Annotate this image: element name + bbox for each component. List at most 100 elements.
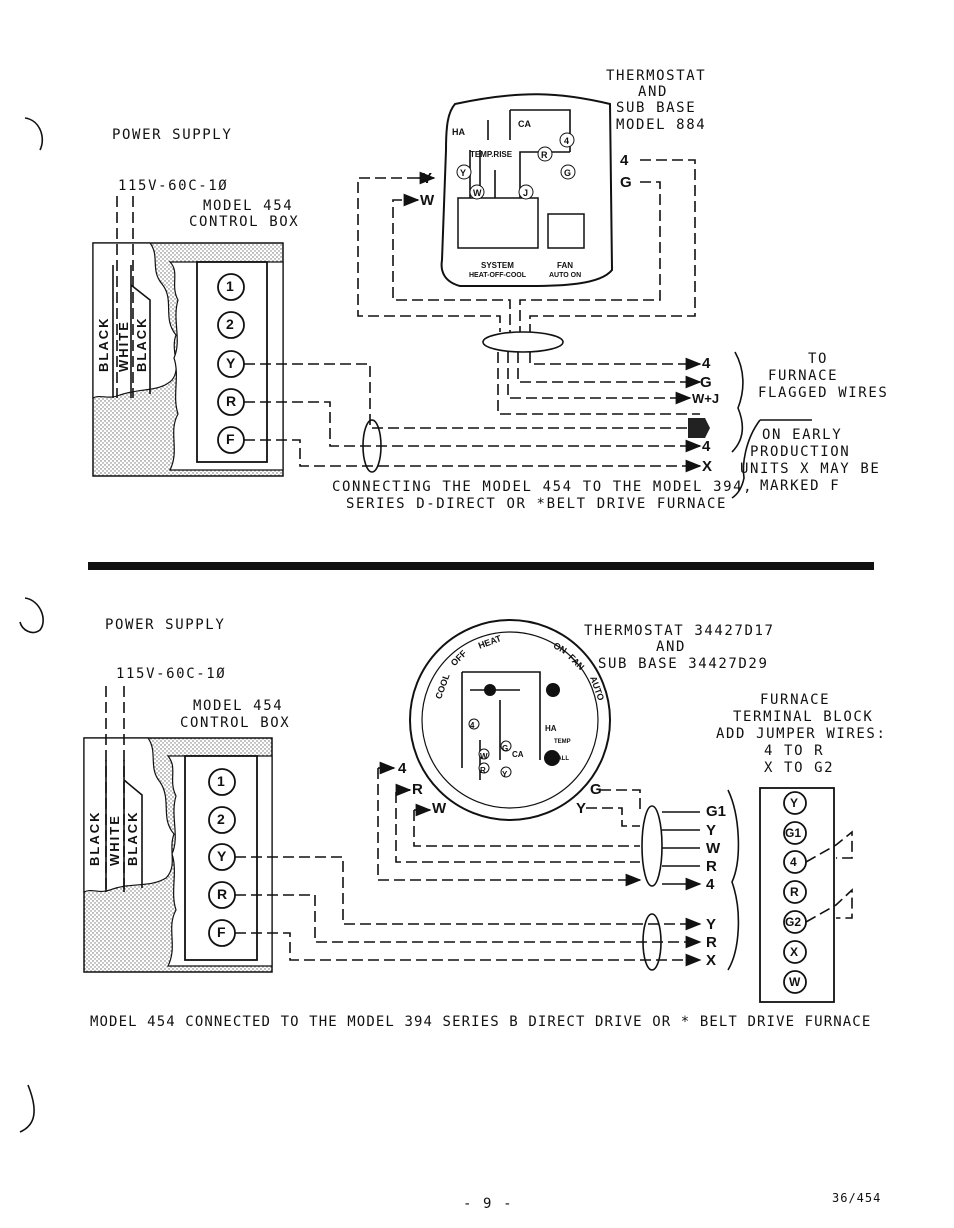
terminal-block-title-5: X TO G2 <box>764 760 835 776</box>
bottom-arrow2-x: X <box>706 952 717 969</box>
bottom-terminal-y: Y <box>217 848 227 864</box>
top-wire-black-2: BLACK <box>134 316 149 373</box>
top-wire-black-1: BLACK <box>96 316 111 373</box>
bottom-thermo-title-2: AND <box>656 639 687 655</box>
bottom-g-label: G <box>502 744 509 753</box>
bottom-power-supply: POWER SUPPLY <box>105 617 226 633</box>
top-terminal-r: R <box>226 393 237 409</box>
bottom-control-box-line2: CONTROL BOX <box>180 715 291 731</box>
bottom-wire-r: R <box>412 781 423 798</box>
top-system-label: SYSTEM <box>481 261 514 270</box>
top-ha-label: HA <box>452 127 465 137</box>
top-y-label: Y <box>460 168 467 178</box>
bottom-4-label: 4 <box>470 721 475 730</box>
bottom-wire-4: 4 <box>398 760 407 777</box>
top-wire-w: W <box>420 192 435 209</box>
top-temp-rise-label: TEMP.RISE <box>470 150 513 159</box>
bottom-wire-w: W <box>432 800 447 817</box>
section-divider <box>88 562 874 570</box>
top-note-4: MARKED F <box>760 478 841 494</box>
top-g-label: G <box>564 168 572 178</box>
top-arrow-4b: 4 <box>702 438 711 455</box>
top-j-label: J <box>523 188 529 198</box>
page-number: - 9 - <box>463 1196 514 1212</box>
bottom-terminal-1: 1 <box>217 773 225 789</box>
bottom-caption: MODEL 454 CONNECTED TO THE MODEL 394 SER… <box>90 1014 872 1030</box>
bottom-w-label: W <box>480 752 488 761</box>
top-to-furnace-1: TO <box>808 351 829 367</box>
bottom-arrow2-r: R <box>706 934 717 951</box>
top-power-supply: POWER SUPPLY <box>112 127 233 143</box>
bottom-wire-black-1: BLACK <box>87 810 102 867</box>
bottom-thermo-title-3: SUB BASE 34427D29 <box>598 656 769 672</box>
top-terminal-y: Y <box>226 355 236 371</box>
top-system-modes: HEAT-OFF-COOL <box>469 272 527 279</box>
tb-y: Y <box>790 796 799 810</box>
bottom-voltage: 115V-60C-1Ø <box>116 666 227 682</box>
tb-g1: G1 <box>785 826 802 840</box>
top-terminals <box>217 273 245 454</box>
top-w-label: W <box>473 188 482 198</box>
tb-4: 4 <box>790 855 797 869</box>
bottom-arrow-4: 4 <box>706 876 715 893</box>
terminal-block-title-3: ADD JUMPER WIRES: <box>716 726 887 742</box>
tb-w: W <box>789 975 801 989</box>
bottom-wire-g: G <box>590 781 602 798</box>
terminal-block-title-4: 4 TO R <box>764 743 825 759</box>
top-arrow-wj: W+J <box>692 391 720 406</box>
top-caption-1: CONNECTING THE MODEL 454 TO THE MODEL 39… <box>332 479 754 495</box>
top-control-box-line1: MODEL 454 <box>203 198 294 214</box>
tb-x: X <box>790 945 799 959</box>
top-fan-modes: AUTO ON <box>549 272 582 279</box>
bottom-wire-white: WHITE <box>107 814 122 866</box>
bottom-control-box-line1: MODEL 454 <box>193 698 284 714</box>
top-thermo-title-3: SUB BASE <box>616 100 697 116</box>
bottom-arrow-g1: G1 <box>706 803 727 820</box>
document-code: 36/454 <box>832 1191 882 1205</box>
top-thermo-title-2: AND <box>638 84 669 100</box>
bottom-thermostat <box>409 619 611 821</box>
bottom-y-label: Y <box>502 770 508 779</box>
bottom-wire-black-2: BLACK <box>125 810 140 867</box>
top-ca-label: CA <box>518 119 531 129</box>
bottom-terminals <box>208 768 236 947</box>
top-note-2: PRODUCTION <box>750 444 851 460</box>
top-voltage: 115V-60C-1Ø <box>118 178 229 194</box>
bottom-arrow2-y: Y <box>706 916 717 933</box>
bottom-r-label: R <box>480 766 486 775</box>
top-4-label: 4 <box>564 136 570 146</box>
top-terminal-1: 1 <box>226 278 234 294</box>
bottom-arrow-r: R <box>706 858 717 875</box>
bottom-thermo-title-1: THERMOSTAT 34427D17 <box>584 623 775 639</box>
bottom-terminal-f: F <box>217 924 226 940</box>
terminal-block-title-2: TERMINAL BLOCK <box>733 709 874 725</box>
top-terminal-f: F <box>226 431 235 447</box>
bottom-temp-fall-label: TEMP FALL <box>554 739 571 762</box>
top-thermo-title-4: MODEL 884 <box>616 117 707 133</box>
top-thermostat <box>440 93 614 287</box>
bottom-ha-label: HA <box>545 724 557 733</box>
bottom-terminal-r: R <box>217 886 228 902</box>
top-wire-4: 4 <box>620 152 629 169</box>
furnace-terminal-block <box>759 787 835 1003</box>
top-arrow-x: X <box>702 458 713 475</box>
top-caption-2: SERIES D-DIRECT OR *BELT DRIVE FURNACE <box>346 496 728 512</box>
top-wire-g: G <box>620 174 632 191</box>
terminal-block-title-1: FURNACE <box>760 692 831 708</box>
tb-g2: G2 <box>785 915 802 929</box>
top-to-furnace-3: FLAGGED WIRES <box>758 385 889 401</box>
top-r-label: R <box>541 150 548 160</box>
top-control-box-line2: CONTROL BOX <box>189 214 300 230</box>
top-arrow-g: G <box>700 374 712 391</box>
top-arrow-4: 4 <box>702 355 711 372</box>
bottom-arrow-w: W <box>706 840 721 857</box>
tb-r: R <box>790 885 799 899</box>
top-fan-label: FAN <box>557 261 573 270</box>
bottom-ca-label: CA <box>512 750 524 759</box>
top-wire-white: WHITE <box>116 320 131 372</box>
top-wire-y: Y <box>422 170 433 187</box>
bottom-wire-y: Y <box>576 800 587 817</box>
bottom-arrow-y: Y <box>706 822 717 839</box>
top-note-3: UNITS X MAY BE <box>740 461 881 477</box>
